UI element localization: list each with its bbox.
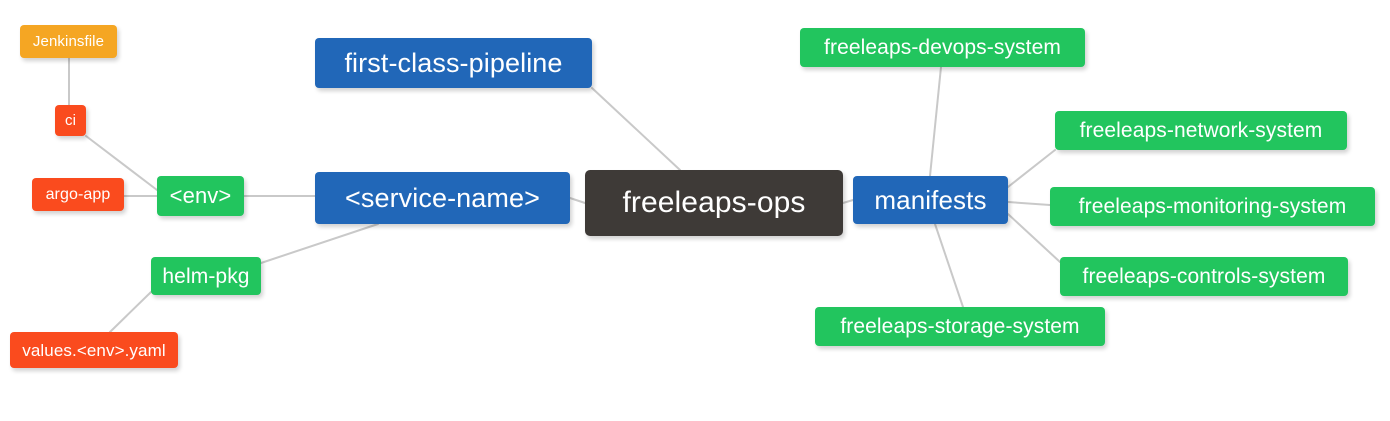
node-manifests[interactable]: manifests xyxy=(853,176,1008,224)
node-freeleaps-devops-system[interactable]: freeleaps-devops-system xyxy=(800,28,1085,67)
node-freeleaps-network-system[interactable]: freeleaps-network-system xyxy=(1055,111,1347,150)
edge-manifests-devops xyxy=(929,66,942,177)
edge-service-helm xyxy=(260,223,379,264)
node-freeleaps-storage-system[interactable]: freeleaps-storage-system xyxy=(815,307,1105,346)
node-jenkinsfile[interactable]: Jenkinsfile xyxy=(20,25,117,58)
node-freeleaps-monitoring-system[interactable]: freeleaps-monitoring-system xyxy=(1050,187,1375,226)
edge-manifests-storage xyxy=(934,223,964,308)
node-service-name[interactable]: <service-name> xyxy=(315,172,570,224)
edge-manifests-monitoring xyxy=(1007,201,1051,206)
node-env[interactable]: <env> xyxy=(157,176,244,216)
edge-manifests-network xyxy=(1007,149,1056,188)
edge-ops-service xyxy=(569,197,586,204)
node-first-class-pipeline[interactable]: first-class-pipeline xyxy=(315,38,592,88)
node-freeleaps-ops[interactable]: freeleaps-ops xyxy=(585,170,843,236)
edge-ops-manifests xyxy=(842,199,854,204)
node-freeleaps-controls-system[interactable]: freeleaps-controls-system xyxy=(1060,257,1348,296)
edge-ops-pipeline xyxy=(591,87,681,171)
node-argo-app[interactable]: argo-app xyxy=(32,178,124,211)
edge-helm-values xyxy=(109,291,152,333)
node-ci[interactable]: ci xyxy=(55,105,86,136)
node-values-env-yaml[interactable]: values.<env>.yaml xyxy=(10,332,178,368)
node-helm-pkg[interactable]: helm-pkg xyxy=(151,257,261,295)
